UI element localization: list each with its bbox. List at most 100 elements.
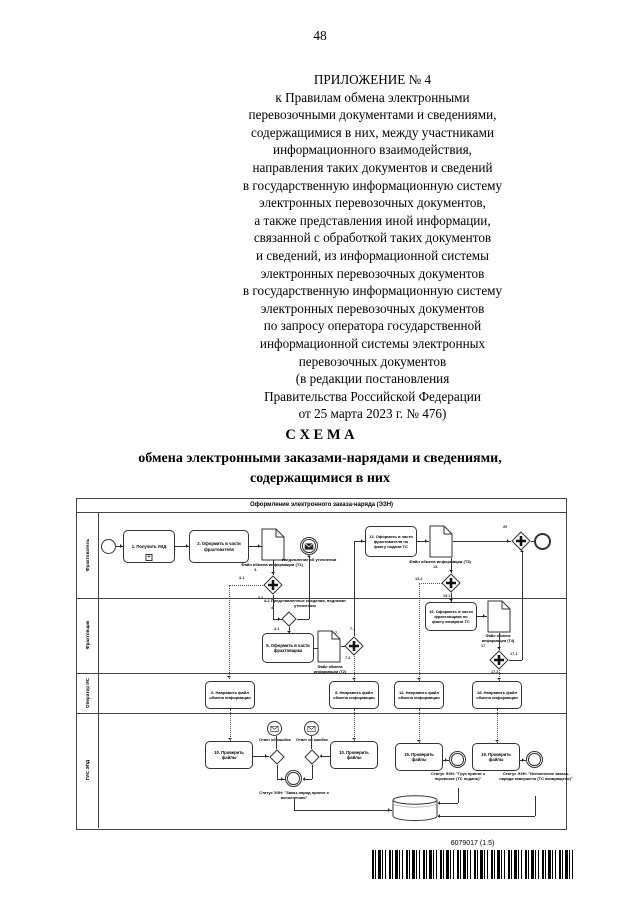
gateway-branch: 17.1 bbox=[510, 652, 518, 656]
arrowhead bbox=[271, 572, 275, 574]
task-label: 12. Оформить в части фрахтователя по фак… bbox=[369, 534, 413, 549]
flow-line bbox=[273, 619, 282, 620]
arrowhead bbox=[425, 539, 427, 543]
lane-label-gis-epd: ГИС ЭПД bbox=[85, 759, 90, 781]
flow-line bbox=[303, 779, 312, 780]
arrowhead bbox=[522, 758, 524, 762]
document-t2-icon bbox=[317, 630, 341, 663]
appendix-line: в государственную информационную систему bbox=[242, 283, 503, 299]
end-event bbox=[534, 533, 551, 550]
subprocess-plus-icon: + bbox=[145, 554, 153, 561]
arrowhead bbox=[258, 544, 260, 548]
arrowhead bbox=[388, 808, 390, 812]
gateway-number: 4. bbox=[271, 606, 275, 610]
schema-subtitle-line: содержащимися в них bbox=[249, 471, 390, 486]
annotation-4-2: 4.2 Представленные сведения, подлежат ут… bbox=[264, 599, 346, 608]
appendix-line: в государственную информационную систему bbox=[242, 177, 503, 193]
arrowhead bbox=[520, 550, 524, 552]
task-10-check-files: 10. Проверить файлы bbox=[205, 741, 253, 769]
pool-title: Оформление электронного заказа-наряда (Э… bbox=[77, 499, 566, 513]
arrowhead bbox=[287, 631, 291, 633]
appendix-line: к Правилам обмена электронными bbox=[275, 89, 470, 105]
bpmn-diagram: Оформление электронного заказа-наряда (Э… bbox=[76, 498, 573, 830]
arrowhead bbox=[361, 539, 363, 543]
appendix-line: информационного взаимодействия, bbox=[273, 142, 472, 158]
message-flow bbox=[419, 583, 420, 681]
appendix-title: ПРИЛОЖЕНИЕ № 4 bbox=[313, 72, 432, 87]
flow-line bbox=[438, 816, 535, 817]
schema-subtitle: обмена электронными заказами-нарядами и … bbox=[0, 449, 640, 489]
document-t1-label: Файл обмена информации (Т1) bbox=[241, 563, 303, 567]
message-flow bbox=[230, 709, 231, 741]
parallel-gateway-17 bbox=[489, 650, 509, 670]
arrowhead bbox=[445, 758, 447, 762]
lane-divider bbox=[77, 713, 566, 714]
flow-line bbox=[294, 810, 392, 811]
lane-label-frahtovatel: Фрахтователь bbox=[85, 538, 90, 572]
flow-line bbox=[535, 796, 536, 816]
message-flow bbox=[499, 670, 500, 681]
flow-line bbox=[451, 593, 452, 602]
appendix-line: по запросу оператора государственной bbox=[263, 318, 482, 334]
appendix-line: электронных перевозочных документов bbox=[260, 300, 485, 316]
arrowhead bbox=[352, 738, 356, 740]
arrowhead bbox=[495, 740, 499, 742]
arrowhead bbox=[483, 614, 485, 618]
flow-line bbox=[522, 551, 523, 660]
flow-line bbox=[354, 541, 355, 636]
arrowhead bbox=[307, 555, 311, 557]
database-icon bbox=[392, 795, 438, 821]
page-number: 48 bbox=[313, 28, 327, 43]
flow-line bbox=[453, 541, 511, 542]
document-t3-icon bbox=[429, 525, 453, 558]
arrowhead bbox=[497, 647, 501, 649]
appendix-line: содержащимися в них, между участниками bbox=[250, 124, 495, 140]
flow-line bbox=[451, 558, 452, 573]
flow-line bbox=[314, 648, 318, 649]
arrowhead bbox=[320, 754, 322, 758]
schema-subtitle-line: обмена электронными заказами-нарядами и … bbox=[138, 451, 502, 466]
flow-line bbox=[438, 803, 458, 804]
flow-line bbox=[417, 541, 429, 542]
status-event-1 bbox=[285, 770, 302, 787]
arrowhead bbox=[228, 738, 232, 740]
gateway-number: 7. bbox=[335, 631, 339, 635]
task-15-check-files: 15. Проверить файлы bbox=[395, 743, 443, 771]
lane-divider bbox=[77, 673, 566, 674]
gateway-number: 13. bbox=[433, 565, 439, 569]
parallel-gateway-13 bbox=[441, 573, 461, 593]
arrowhead bbox=[507, 539, 509, 543]
appendix-line: Правительства Российской Федерации bbox=[264, 388, 481, 404]
message-flow bbox=[354, 709, 355, 741]
gateway-branch: 3.2 bbox=[258, 596, 264, 600]
task-6-send-file: 6. Направить файл обмена информации bbox=[205, 681, 255, 709]
document-t1-icon bbox=[261, 528, 285, 561]
flow-line bbox=[458, 788, 459, 803]
exclusive-gateway-check-1 bbox=[269, 749, 285, 765]
barcode-number: 6079017 (1.5) bbox=[450, 840, 495, 847]
arrowhead bbox=[265, 754, 267, 758]
status-event-2 bbox=[449, 751, 466, 768]
arrowhead bbox=[352, 678, 356, 680]
message-event-notice bbox=[300, 537, 318, 555]
error-reply-label: Ответ об ошибке bbox=[259, 738, 291, 742]
envelope-icon bbox=[304, 542, 314, 550]
task-19-check-files: 19. Проверить файлы bbox=[472, 743, 520, 771]
arrowhead bbox=[417, 678, 421, 680]
flow-line bbox=[297, 619, 309, 620]
message-flow bbox=[497, 709, 498, 743]
gateway-branch: 3.1 bbox=[239, 576, 245, 580]
arrowhead bbox=[417, 740, 421, 742]
flow-line bbox=[175, 546, 190, 547]
flow-line bbox=[499, 633, 500, 650]
appendix-header: ПРИЛОЖЕНИЕ № 4 к Правилам обмена электро… bbox=[185, 71, 560, 423]
message-flow bbox=[229, 585, 263, 586]
arrowhead bbox=[227, 676, 231, 678]
appendix-line: и сведений, из информационной системы bbox=[255, 247, 490, 263]
flow-line bbox=[277, 765, 278, 779]
task-label: 5. Оформить в части фрахтовщика bbox=[266, 642, 310, 653]
task-label: 10. Проверить файлы bbox=[339, 749, 369, 760]
arrowhead bbox=[120, 544, 122, 548]
gateway-branch: 7.2 bbox=[345, 656, 351, 660]
